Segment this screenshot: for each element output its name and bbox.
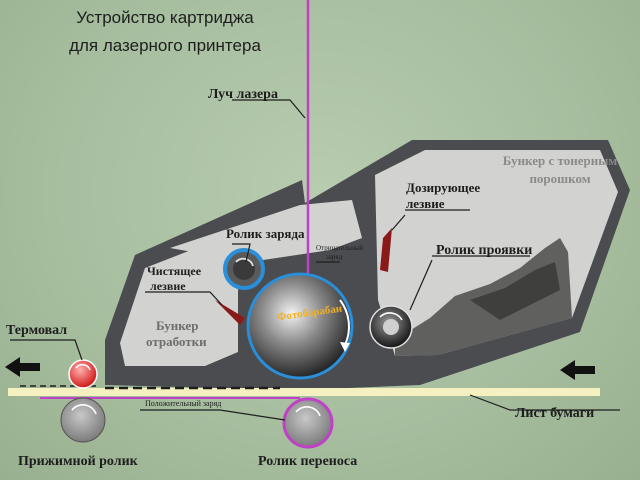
charge-roller-core — [233, 258, 255, 280]
diagram-title-line2: для лазерного принтера — [69, 36, 261, 55]
pressure-roller-label: Прижимной ролик — [18, 454, 139, 469]
negative-charge-label-line1: Отрицательный — [316, 244, 363, 252]
developer-roller-label: Ролик проявки — [436, 243, 532, 258]
cleaning-blade — [215, 300, 245, 325]
upper-chamber — [170, 200, 362, 262]
fuser-arrow — [75, 364, 91, 371]
charge-roller-arrow — [235, 257, 254, 267]
toner-hopper-label-line2: порошком — [529, 171, 590, 186]
toner-powder-dense — [470, 262, 560, 320]
waste-hopper-chamber — [120, 238, 238, 366]
cleaning-blade-label-line2: лезвие — [150, 279, 186, 293]
cleaning-blade-label-line1: Чистящее — [147, 264, 202, 278]
drum — [246, 272, 354, 380]
developer-roller-arrow — [379, 312, 403, 321]
positive-charge-label: Положительный заряд — [145, 399, 221, 408]
arrow-left-icon — [5, 357, 40, 377]
paper-sheet-label: Лист бумаги — [515, 406, 594, 421]
transfer-roller-label: Ролик переноса — [258, 454, 357, 469]
leader-lines — [10, 99, 620, 421]
diagram-title-line1: Устройство картриджа — [76, 8, 254, 27]
pressure-roller-arrow — [71, 404, 97, 415]
paper-sheet — [8, 388, 600, 396]
toner-hopper-label-line1: Бункер с тонерным — [503, 153, 618, 168]
arrow-left-icon — [560, 360, 595, 380]
doctor-blade-label-line2: лезвие — [406, 196, 445, 211]
developer-roller-core — [383, 319, 399, 335]
drum-rotation-arrow — [339, 299, 350, 346]
negative-charge-label-line2: заряд — [326, 253, 343, 261]
doctor-blade — [380, 228, 392, 272]
fuser-label: Термовал — [6, 323, 67, 338]
waste-hopper-label-line2: отработки — [146, 334, 207, 349]
laser-beam-label: Луч лазера — [208, 87, 278, 102]
transfer-roller-arrow — [295, 406, 321, 417]
doctor-blade-label-line1: Дозирующее — [406, 180, 480, 195]
waste-hopper-label-line1: Бункер — [156, 318, 198, 333]
drum-rotation-arrowhead — [340, 342, 350, 352]
charge-roller-label: Ролик заряда — [226, 226, 305, 241]
